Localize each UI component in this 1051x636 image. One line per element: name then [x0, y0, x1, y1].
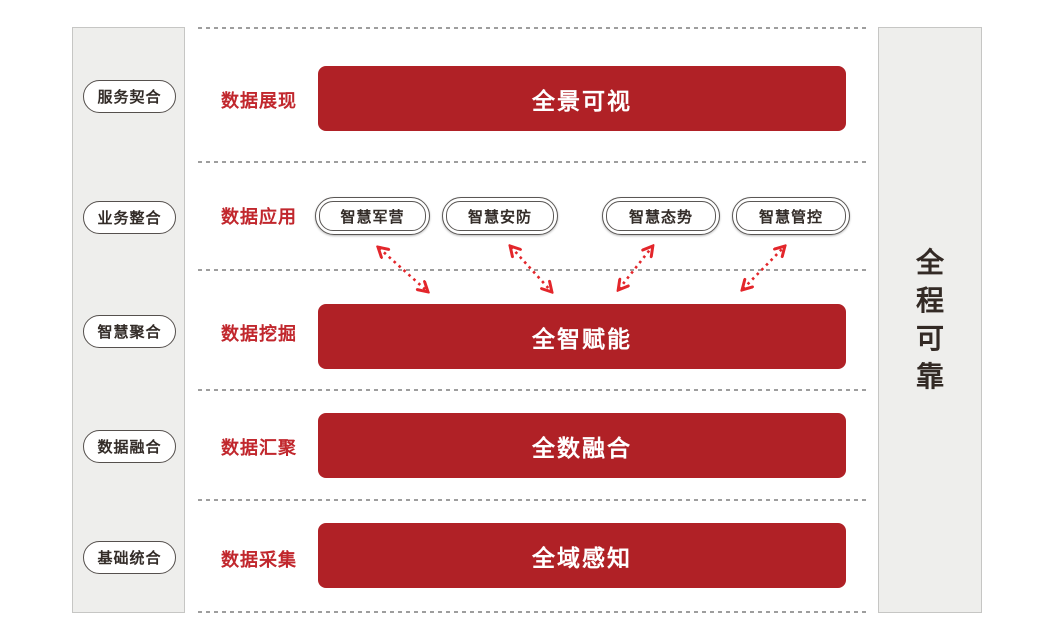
layer-label-data-mining: 数据挖掘 — [221, 324, 297, 344]
app-pill-smart-control: 智慧管控 — [732, 197, 850, 235]
layer-bar-full-data-fusion: 全数融合 — [318, 413, 846, 478]
bidirectional-arrow — [619, 247, 652, 289]
sidebar-pill-data-fusion: 数据融合 — [83, 430, 176, 463]
sidebar-pill-smart-aggregation: 智慧聚合 — [83, 315, 176, 348]
dashed-separator — [198, 611, 866, 613]
capability-sidebar: 服务契合 业务整合 智慧聚合 数据融合 基础统合 — [72, 27, 185, 613]
app-pill-label: 智慧安防 — [446, 201, 554, 231]
dashed-separator — [198, 269, 866, 271]
app-pill-label: 智慧军营 — [319, 201, 426, 231]
app-pill-smart-security: 智慧安防 — [442, 197, 558, 235]
layer-label-data-collection: 数据采集 — [221, 550, 297, 570]
assurance-vertical-label: 全程可靠 — [915, 247, 944, 392]
sidebar-pill-basic-unification: 基础统合 — [83, 541, 176, 574]
dashed-separator — [198, 499, 866, 501]
dashed-separator — [198, 27, 866, 29]
sidebar-pill-service-fit: 服务契合 — [83, 80, 176, 113]
layer-bar-full-domain-sensing: 全域感知 — [318, 523, 846, 588]
app-pill-label: 智慧管控 — [736, 201, 846, 231]
app-pill-smart-barracks: 智慧军营 — [315, 197, 430, 235]
sidebar-pill-business-integration: 业务整合 — [83, 201, 176, 234]
layer-label-data-presentation: 数据展现 — [221, 91, 297, 111]
layer-bar-full-intelligence: 全智赋能 — [318, 304, 846, 369]
layer-bar-panoramic-visibility: 全景可视 — [318, 66, 846, 131]
app-pill-label: 智慧态势 — [606, 201, 716, 231]
layer-label-data-application: 数据应用 — [221, 207, 297, 227]
assurance-sidebar: 全程可靠 — [878, 27, 982, 613]
app-pill-smart-situation: 智慧态势 — [602, 197, 720, 235]
layer-label-data-aggregation: 数据汇聚 — [221, 438, 297, 458]
dashed-separator — [198, 389, 866, 391]
bidirectional-arrow — [743, 247, 784, 289]
dashed-separator — [198, 161, 866, 163]
